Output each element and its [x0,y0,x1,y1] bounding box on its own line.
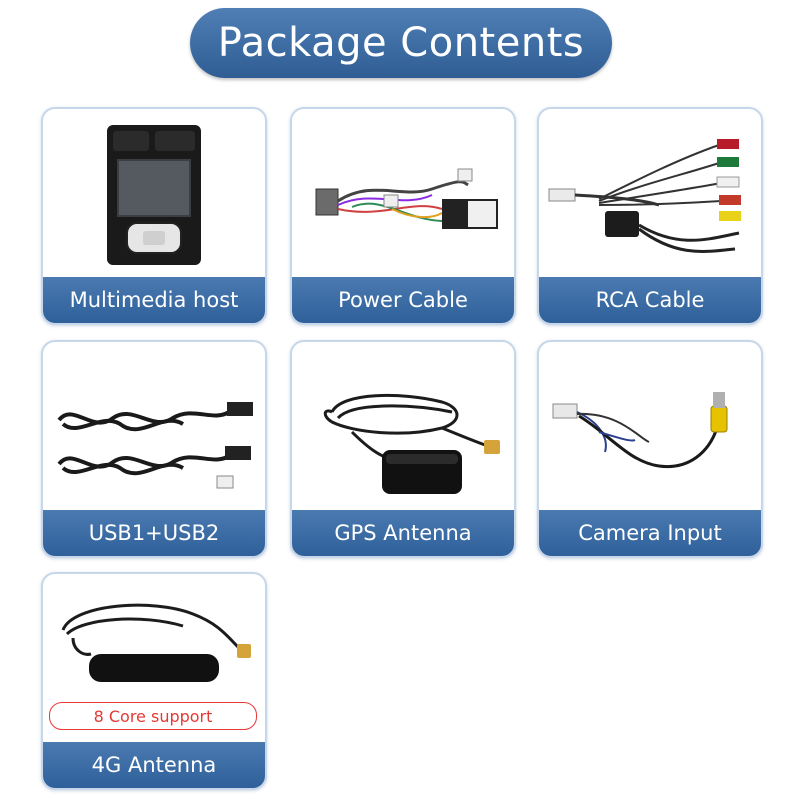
item-label: Multimedia host [43,277,265,323]
item-label: Power Cable [292,277,514,323]
item-card-power-cable: Power Cable [290,107,516,325]
power-harness-icon [315,168,498,229]
camera-input-cable-icon [552,392,728,469]
item-card-multimedia-host: Multimedia host [41,107,267,325]
gps-antenna-icon [323,393,500,494]
item-card-camera-input: Camera Input [537,340,763,558]
item-label: 4G Antenna [43,742,265,788]
page-title: Package Contents [190,8,612,78]
item-card-usb: USB1+USB2 [41,340,267,558]
rca-cable-icon [548,139,741,253]
feature-badge: 8 Core support [49,702,257,730]
item-label: GPS Antenna [292,510,514,556]
head-unit-icon [107,125,201,265]
item-label: RCA Cable [539,277,761,323]
item-label: Camera Input [539,510,761,556]
usb-cable-icon [57,402,253,489]
item-card-gps-antenna: GPS Antenna [290,340,516,558]
lte-antenna-icon [61,603,251,682]
item-label: USB1+USB2 [43,510,265,556]
item-card-4g-antenna: 8 Core support 4G Antenna [41,572,267,790]
item-card-rca-cable: RCA Cable [537,107,763,325]
